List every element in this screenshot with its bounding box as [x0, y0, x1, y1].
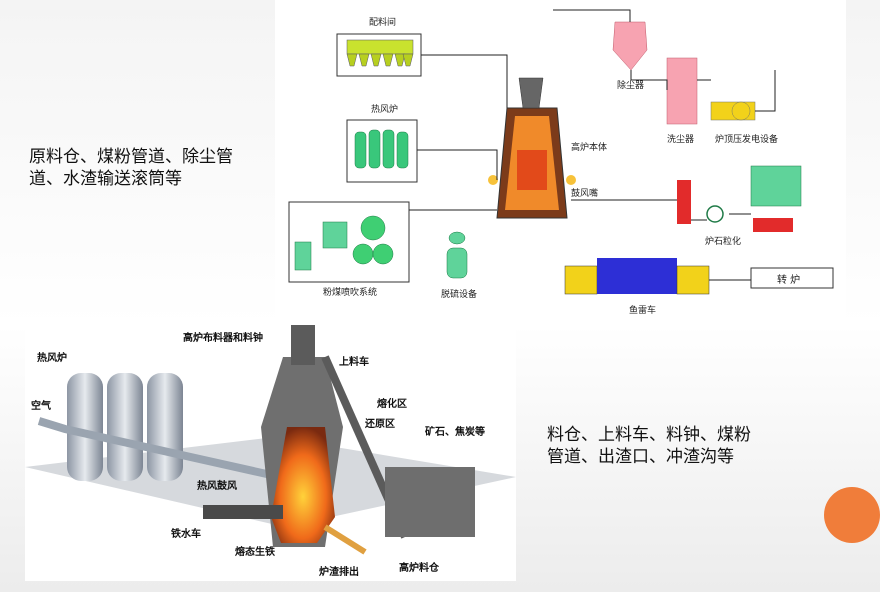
label-reduction-zone: 还原区: [364, 417, 395, 430]
label-coal-injection: 粉煤喷吹系统: [323, 286, 377, 298]
blast-furnace-body: 高炉本体 鼓风嘴: [488, 77, 607, 219]
label-scrubber: 洗尘器: [667, 133, 694, 145]
process-flow-svg: 配料间 热风炉 粉煤喷吹系统 脱硫设备 高炉本体 鼓风嘴: [288, 9, 834, 316]
top-pressure-turbine: 炉顶压发电设备: [710, 101, 778, 145]
slag-granulation: 炉石粒化: [677, 165, 802, 247]
torpedo-car: 鱼雷车: [564, 258, 710, 316]
caption-raw-material: 原料仓、煤粉管道、除尘管 道、水渣输送滚筒等: [29, 146, 233, 190]
caption-line: 道、水渣输送滚筒等: [29, 169, 182, 189]
label-molten-iron: 熔态生铁: [235, 545, 275, 558]
label-dust-collector: 除尘器: [617, 79, 644, 91]
label-batching-room: 配料间: [369, 16, 396, 28]
label-desulfurization: 脱硫设备: [441, 288, 477, 300]
caption-line: 原料仓、煤粉管道、除尘管: [29, 147, 233, 167]
blast-furnace-cutaway-diagram: 热风炉 空气 高炉布料器和料钟 上料车 熔化区 还原区 矿石、焦炭等 热风鼓风 …: [25, 317, 516, 581]
label-trt: 炉顶压发电设备: [715, 133, 778, 145]
decorative-circle: [824, 487, 880, 543]
label-slag-discharge: 炉渣排出: [319, 565, 359, 578]
batching-room: 配料间: [336, 16, 422, 77]
furnace-cutaway: [261, 325, 343, 547]
caption-line: 料仓、上料车、料钟、煤粉: [547, 425, 751, 445]
label-melting-zone: 熔化区: [377, 397, 407, 410]
label-slag-granulation: 炉石粒化: [705, 235, 741, 247]
desulfurization-unit: 脱硫设备: [441, 231, 477, 300]
converter: 转 炉: [750, 267, 834, 289]
label-torpedo-car: 鱼雷车: [629, 304, 656, 316]
hot-blast-stove: 热风炉: [346, 103, 418, 183]
coal-injection-system: 粉煤喷吹系统: [288, 201, 410, 298]
caption-equipment: 料仓、上料车、料钟、煤粉 管道、出渣口、冲渣沟等: [547, 424, 751, 468]
label-tuyere: 鼓风嘴: [571, 187, 598, 199]
label-ore-coke: 矿石、焦炭等: [425, 425, 485, 438]
cutaway-svg: 热风炉 空气 高炉布料器和料钟 上料车 熔化区 还原区 矿石、焦炭等 热风鼓风 …: [25, 325, 516, 578]
gas-scrubber: 洗尘器: [666, 57, 698, 145]
label-hot-metal-car: 铁水车: [171, 527, 201, 540]
dust-collector: 除尘器: [612, 21, 648, 91]
label-charging-equipment: 高炉布料器和料钟: [183, 331, 263, 344]
label-furnace-body: 高炉本体: [571, 141, 607, 153]
label-converter: 转 炉: [777, 273, 800, 286]
label-bf-bin: 高炉料仓: [399, 561, 440, 574]
label-skip-car: 上料车: [339, 355, 369, 368]
blast-furnace-process-diagram: 配料间 热风炉 粉煤喷吹系统 脱硫设备 高炉本体 鼓风嘴: [275, 0, 846, 330]
caption-line: 管道、出渣口、冲渣沟等: [547, 447, 734, 467]
label-hot-blast-stove: 热风炉: [371, 103, 398, 115]
hot-blast-silos: [67, 373, 183, 481]
label-air: 空气: [31, 399, 51, 412]
label-hot-blast: 热风鼓风: [197, 479, 237, 492]
pipelines: [409, 9, 776, 281]
label-hot-blast-stove: 热风炉: [37, 351, 67, 364]
